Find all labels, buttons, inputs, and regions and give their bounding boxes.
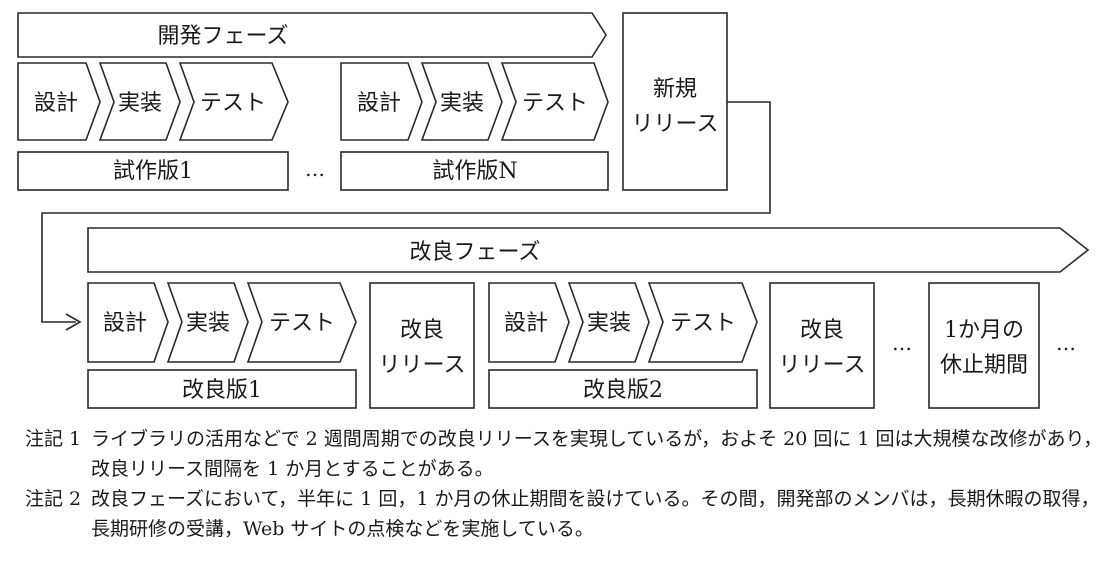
improve-version-1-box — [87, 369, 357, 409]
improve-step-design-2 — [488, 282, 570, 363]
improve-ellipsis-1: … — [892, 331, 912, 355]
dev-step-implement-1-label: 実装 — [118, 91, 162, 116]
connector-line — [41, 101, 771, 323]
prototype-1-box — [17, 151, 289, 191]
connector-arrowhead — [65, 313, 82, 331]
note-1-text: ライブラリの活用などで 2 週間周期での改良リリースを実現しているが，およそ 2… — [91, 428, 1103, 480]
improve-step-design-1 — [87, 282, 169, 363]
improve-step-design-1-label: 設計 — [103, 311, 147, 336]
dev-step-design-n-label: 設計 — [357, 91, 401, 116]
note-2-text: 改良フェーズにおいて，半年に 1 回，1 か月の休止期間を設けている。その間，開… — [91, 488, 1100, 540]
phase-diagram: 開発フェーズ 設計 実装 テスト 試作版1 … 設計 実装 テスト 試作版N 新… — [17, 12, 1090, 409]
dev-ellipsis: … — [305, 157, 325, 181]
dev-phase-label: 開発フェーズ — [158, 24, 289, 49]
dev-step-design-1 — [17, 62, 101, 141]
improve-ellipsis-2: … — [1056, 331, 1076, 355]
improve-step-implement-1 — [166, 282, 249, 363]
note-1-label: 注記 1 — [25, 428, 82, 450]
dev-step-test-1 — [178, 62, 289, 141]
dev-step-implement-1 — [98, 62, 181, 141]
prototype-1-label: 試作版1 — [113, 159, 193, 184]
pause-period-label-line2: 休止期間 — [940, 353, 1028, 378]
improve-release-1-label-line1: 改良 — [400, 318, 444, 343]
improve-step-implement-2 — [567, 282, 650, 363]
dev-step-test-n — [500, 62, 609, 141]
dev-step-design-1-label: 設計 — [34, 91, 78, 116]
improve-step-test-2 — [647, 282, 758, 363]
dev-step-test-1-label: テスト — [200, 91, 266, 116]
improve-step-implement-1-label: 実装 — [186, 311, 230, 336]
improve-release-2-label-line1: 改良 — [800, 318, 844, 343]
dev-step-test-n-label: テスト — [522, 91, 588, 116]
improve-version-1-label: 改良版1 — [182, 378, 262, 403]
prototype-n-box — [340, 151, 609, 191]
pause-period-label-line1: 1か月の — [944, 318, 1024, 343]
note-1: 注記 1 ライブラリの活用などで 2 週間周期での改良リリースを実現しているが，… — [25, 424, 1105, 484]
improve-step-test-2-label: テスト — [670, 311, 736, 336]
improve-phase-arrow — [87, 227, 1090, 273]
dev-phase-arrow — [17, 12, 607, 58]
improve-release-1-box — [369, 282, 475, 409]
notes: 注記 1 ライブラリの活用などで 2 週間周期での改良リリースを実現しているが，… — [25, 424, 1105, 544]
prototype-n-label: 試作版N — [432, 159, 517, 184]
improve-release-2-label-line2: リリース — [779, 353, 866, 378]
improve-step-test-1-label: テスト — [269, 311, 335, 336]
improve-step-implement-2-label: 実装 — [587, 311, 631, 336]
improve-release-1-label-line2: リリース — [379, 353, 466, 378]
new-release-label-line1: 新規 — [653, 77, 697, 102]
dev-step-implement-n — [420, 62, 503, 141]
pause-period-box — [928, 282, 1040, 409]
improve-release-2-box — [769, 282, 875, 409]
note-2: 注記 2 改良フェーズにおいて，半年に 1 回，1 か月の休止期間を設けている。… — [25, 484, 1105, 544]
improve-step-test-1 — [246, 282, 357, 363]
new-release-label-line2: リリース — [632, 112, 719, 137]
new-release-box — [622, 12, 728, 191]
improve-version-2-label: 改良版2 — [583, 378, 663, 403]
dev-step-implement-n-label: 実装 — [440, 91, 484, 116]
improve-phase-label: 改良フェーズ — [410, 240, 541, 265]
note-2-label: 注記 2 — [25, 488, 82, 510]
improve-step-design-2-label: 設計 — [504, 311, 548, 336]
improve-version-2-box — [488, 369, 758, 409]
dev-step-design-n — [340, 62, 423, 141]
